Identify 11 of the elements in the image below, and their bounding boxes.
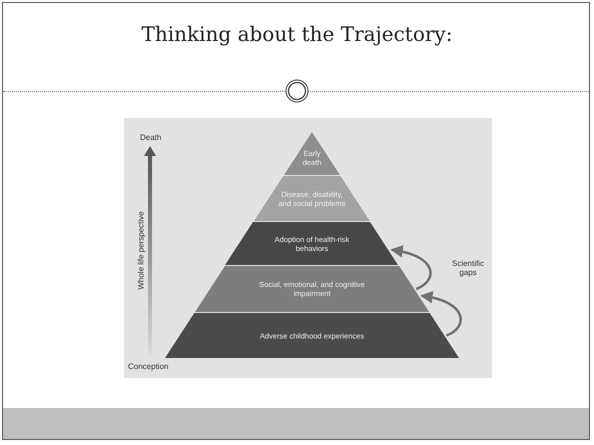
curved-arrow: [420, 292, 462, 337]
pyramid-layer: [194, 266, 430, 312]
pyramid-layer: [254, 176, 370, 221]
annotation-label: Scientific gaps: [450, 259, 485, 277]
axis-label: Whole life perspective: [136, 210, 146, 292]
pyramid-layer: [284, 132, 340, 175]
curved-arrow: [390, 246, 432, 290]
slide-title: Thinking about the Trajectory:: [140, 22, 454, 46]
axis-label: Conception: [128, 362, 168, 371]
axis-label: Death: [140, 133, 162, 142]
pyramid-layer: [225, 222, 398, 265]
